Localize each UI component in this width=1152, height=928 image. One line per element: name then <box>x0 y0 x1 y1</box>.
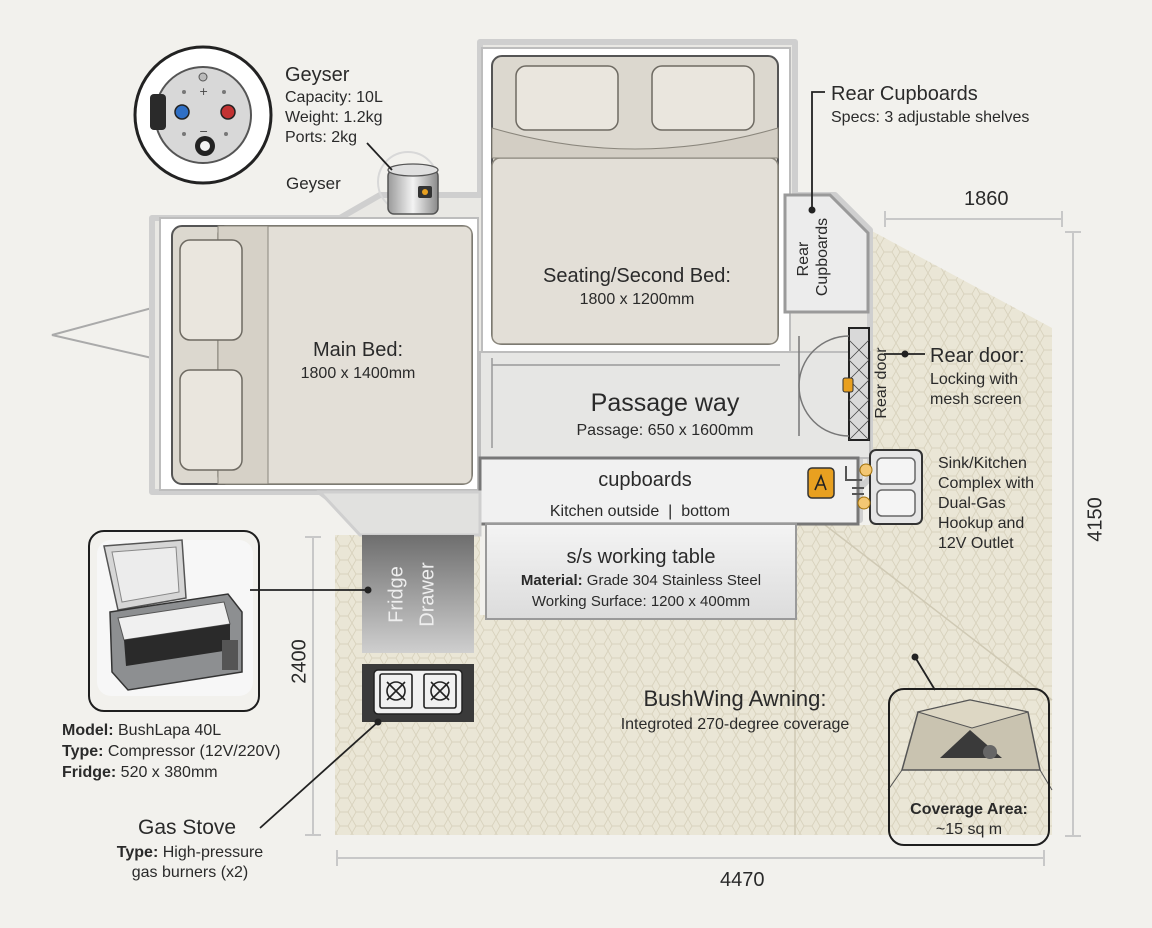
main-bed-size: 1800 x 1400mm <box>300 365 416 382</box>
fridge-size-value: 520 x 380mm <box>116 764 218 781</box>
awning-tent-icon <box>887 699 1053 791</box>
second-bed-size: 1800 x 1200mm <box>579 291 695 308</box>
svg-text:+: + <box>199 85 208 98</box>
rear-door-line-2: mesh screen <box>930 391 1022 408</box>
fridge-drawer-label-2: Drawer <box>416 562 439 627</box>
leader-dots <box>364 206 919 726</box>
gas-stove-type-value: High-pressure <box>158 844 264 861</box>
fridge-icon <box>97 539 253 696</box>
leader-lines <box>250 91 936 829</box>
rear-door-line-1: Locking with <box>930 371 1019 388</box>
passage-size: Passage: 650 x 1600mm <box>576 422 754 439</box>
geyser-panel-icon: +− <box>133 45 273 185</box>
gas-stove-line-2: gas burners (x2) <box>131 864 249 881</box>
cupboards-subtitle: Kitchen outside | bottom <box>549 503 731 520</box>
fridge-type-value: Compressor (12V/220V) <box>103 743 281 760</box>
svg-text:−: − <box>199 125 208 138</box>
rear-cupboards-title: Rear Cupboards <box>831 83 978 105</box>
dimension-width-bottom: 4470 <box>720 869 765 891</box>
awning-photo-frame <box>888 688 1050 846</box>
dimension-width-top: 1860 <box>964 188 1009 210</box>
kitchen-line-4: Hookup and <box>938 515 1025 532</box>
gas-stove-type-key: Type: <box>116 844 159 861</box>
geyser-unit-icon <box>377 151 439 215</box>
fridge-photo-frame <box>88 530 260 712</box>
cupboards-title: cupboards <box>598 469 692 491</box>
working-table-material-key: Material: <box>520 572 583 589</box>
gas-stove-type: Type: High-pressure <box>100 843 280 863</box>
working-table-title: s/s working table <box>566 546 716 568</box>
kitchen-line-2: Complex with <box>938 475 1035 492</box>
awning-subtitle: Integroted 270-degree coverage <box>620 716 850 733</box>
fridge-size: Fridge: 520 x 380mm <box>62 763 218 783</box>
kitchen-line-1: Sink/Kitchen <box>938 455 1027 472</box>
main-bed <box>171 225 473 485</box>
working-table <box>485 523 797 620</box>
dimension-lines <box>305 211 1081 866</box>
geyser-spec-weight: Weight: 1.2kg <box>285 109 383 126</box>
rear-door <box>798 327 870 441</box>
working-table-material-value: Grade 304 Stainless Steel <box>582 572 762 589</box>
geyser-unit-label: Geyser <box>286 174 341 193</box>
geyser-title: Geyser <box>285 64 350 86</box>
rear-door-plan-label: Rear door <box>873 347 890 419</box>
fridge-model-key: Model: <box>62 722 114 739</box>
rear-cupboards-plan-label-2: Cupboards <box>814 217 831 297</box>
fridge-drawer-label-1: Fridge <box>385 566 408 623</box>
fridge-drawer <box>362 535 474 653</box>
trailer-hitch <box>51 307 153 359</box>
second-bed-title: Seating/Second Bed: <box>543 265 731 287</box>
gas-stove <box>362 664 474 722</box>
working-table-material: Material: Grade 304 Stainless Steel <box>486 572 796 590</box>
second-bed <box>491 55 779 345</box>
fridge-size-key: Fridge: <box>62 764 117 781</box>
kitchen-line-3: Dual-Gas <box>938 495 1006 512</box>
fridge-type: Type: Compressor (12V/220V) <box>62 742 280 762</box>
dimension-height-right: 4150 <box>1084 497 1107 542</box>
fridge-model-value: BushLapa 40L <box>113 722 222 739</box>
fridge-type-key: Type: <box>62 743 104 760</box>
awning-area-title: Coverage Area: <box>910 801 1028 818</box>
rear-door-title: Rear door: <box>930 345 1025 367</box>
geyser-spec-capacity: Capacity: 10L <box>285 89 383 106</box>
fridge-model: Model: BushLapa 40L <box>62 721 221 741</box>
awning-title: BushWing Awning: <box>643 686 827 711</box>
working-table-surface: Working Surface: 1200 x 400mm <box>531 593 751 610</box>
kitchen-line-5: 12V Outlet <box>938 535 1014 552</box>
kitchen-sink <box>807 449 923 525</box>
passage-title: Passage way <box>590 389 740 417</box>
rear-cupboards-specs: Specs: 3 adjustable shelves <box>831 109 1030 126</box>
rear-cupboards-plan-label-1: Rear <box>795 241 812 277</box>
awning-area-value: ~15 sq m <box>935 821 1003 838</box>
main-bed-title: Main Bed: <box>312 339 404 361</box>
dimension-height-left: 2400 <box>288 639 311 684</box>
gas-stove-title: Gas Stove <box>138 816 237 839</box>
geyser-spec-ports: Ports: 2kg <box>285 129 358 146</box>
